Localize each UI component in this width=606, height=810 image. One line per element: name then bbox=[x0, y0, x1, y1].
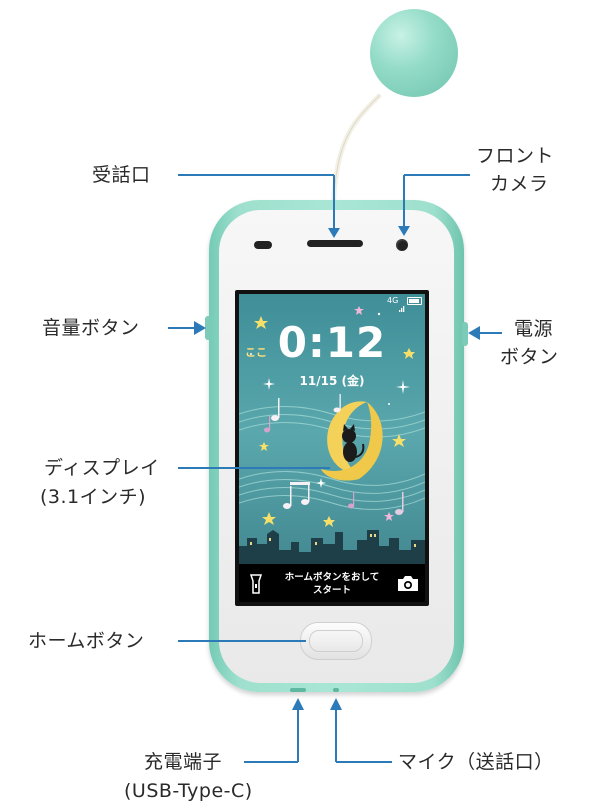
start-prompt: ホームボタンをおして スタート bbox=[269, 571, 395, 597]
volume-button[interactable] bbox=[205, 316, 211, 340]
signal-icon bbox=[399, 297, 405, 312]
label-front-camera-1: フロント bbox=[476, 145, 555, 167]
label-charge-1: 充電端子 bbox=[144, 751, 223, 773]
home-button-ring bbox=[309, 630, 363, 652]
strap-charm bbox=[370, 9, 458, 97]
clock-time: 0:12 bbox=[277, 318, 387, 367]
label-power-2: ボタン bbox=[500, 346, 559, 368]
usb-c-port bbox=[290, 688, 306, 692]
clock-date: 11/15 (金) bbox=[299, 374, 365, 388]
label-earpiece: 受話口 bbox=[92, 164, 151, 186]
earpiece-speaker bbox=[307, 240, 363, 247]
label-mic: マイク（送話口） bbox=[398, 751, 554, 773]
label-display-2: (3.1インチ) bbox=[40, 486, 147, 508]
greeting-text: ここ bbox=[245, 346, 267, 359]
camera-icon[interactable] bbox=[397, 574, 419, 592]
screen-bezel: 4G ここ 0:12 11/15 (金) ホームボタンをおして スタート bbox=[235, 290, 429, 606]
label-power-1: 電源 bbox=[514, 318, 554, 340]
label-front-camera-2: カメラ bbox=[490, 173, 549, 195]
label-display-1: ディスプレイ bbox=[44, 457, 160, 479]
front-camera-lens bbox=[396, 239, 408, 251]
label-volume: 音量ボタン bbox=[42, 317, 140, 339]
start-prompt-line1: ホームボタンをおして bbox=[284, 572, 380, 583]
label-charge-2: (USB-Type-C) bbox=[124, 780, 253, 802]
network-indicator: 4G bbox=[387, 296, 399, 305]
home-button[interactable] bbox=[300, 622, 372, 660]
label-home: ホームボタン bbox=[28, 630, 145, 652]
microphone-hole bbox=[333, 688, 339, 692]
wallpaper-art bbox=[239, 306, 425, 564]
sensor-slot bbox=[254, 241, 272, 249]
start-prompt-line2: スタート bbox=[312, 585, 351, 596]
power-button[interactable] bbox=[462, 322, 468, 346]
lock-screen[interactable]: 4G ここ 0:12 11/15 (金) ホームボタンをおして スタート bbox=[239, 294, 425, 602]
battery-icon bbox=[407, 297, 422, 305]
start-bar bbox=[239, 564, 425, 602]
flashlight-icon[interactable] bbox=[249, 573, 263, 595]
